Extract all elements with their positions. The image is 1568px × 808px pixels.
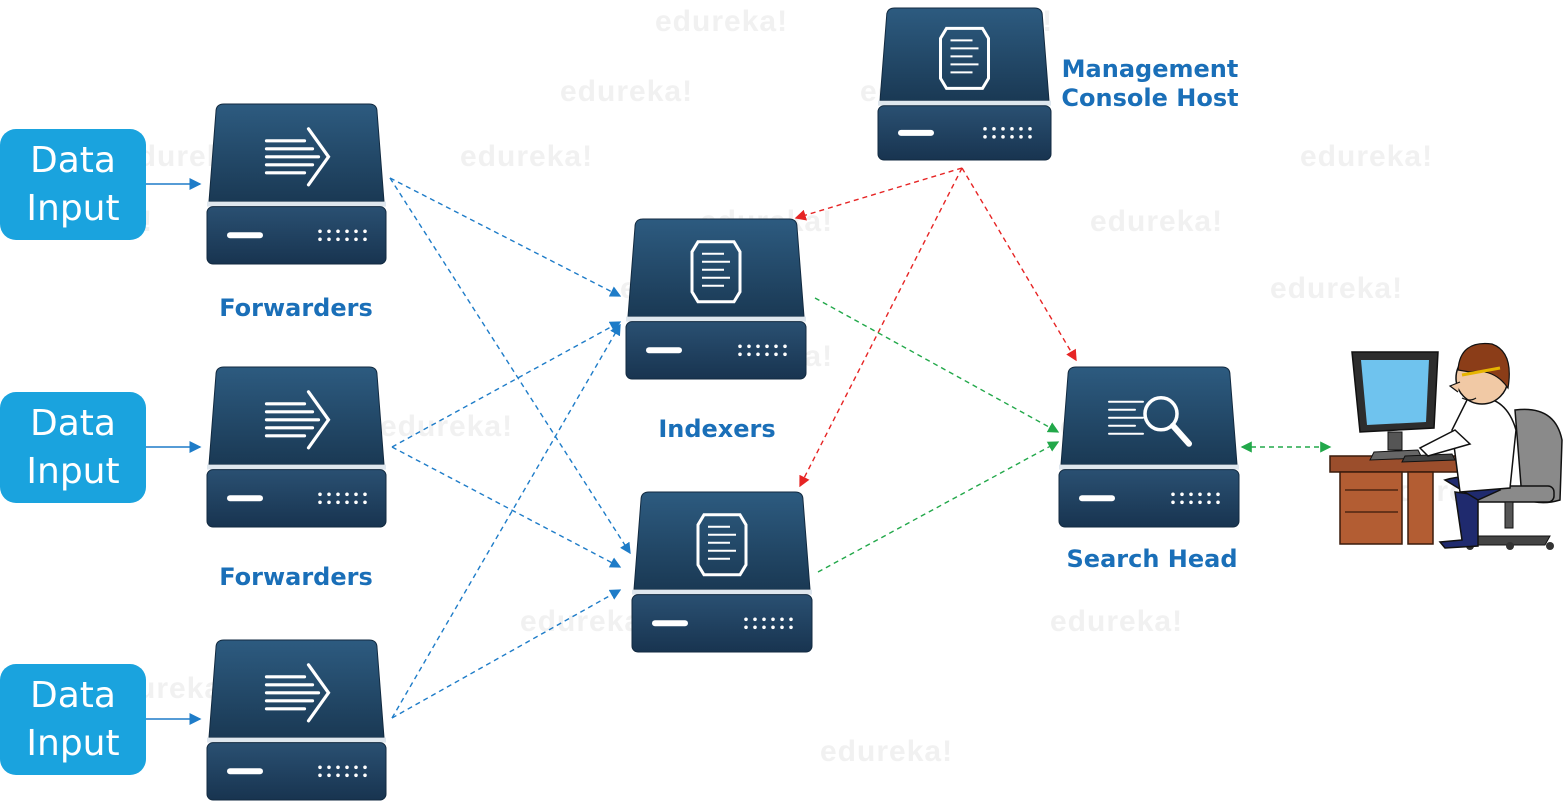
- forward-lines-icon: [264, 663, 331, 723]
- magnifier-document-icon: [1108, 396, 1192, 447]
- forward-arrow: [391, 446, 622, 568]
- indexer-server: [631, 491, 813, 653]
- forward-lines-icon: [264, 127, 331, 187]
- management-arrow: [799, 167, 963, 488]
- search-head-label: Search Head: [1066, 545, 1238, 573]
- drive-slot-icon: [227, 768, 263, 775]
- watermark: edureka!: [1270, 272, 1404, 305]
- data-input-label-line2: Input: [26, 450, 120, 492]
- management-console-server: [877, 7, 1052, 161]
- forward-arrow: [391, 321, 622, 448]
- index-arrow: [817, 441, 1060, 573]
- watermark: edureka!: [460, 140, 594, 173]
- drive-slot-icon: [227, 232, 263, 239]
- drive-slot-icon: [898, 129, 934, 136]
- document-shield-icon: [939, 26, 990, 90]
- forwarders-label: Forwarders: [219, 563, 373, 591]
- search-head-server: [1058, 366, 1240, 528]
- management-arrow: [961, 167, 1077, 362]
- forward-arrow: [389, 177, 631, 555]
- data-input-label-line1: Data: [30, 139, 116, 181]
- index-arrow: [814, 297, 1060, 433]
- document-shield-icon: [696, 513, 748, 577]
- management-label-line2: Console Host: [1061, 84, 1239, 112]
- watermark: edureka!: [520, 605, 654, 638]
- management-console-label: Management Console Host: [1050, 55, 1250, 113]
- data-input-label-line1: Data: [30, 402, 116, 444]
- indexer-server: [625, 218, 807, 380]
- watermark: edureka!: [380, 410, 514, 443]
- data-input-box: Data Input: [0, 392, 146, 503]
- indexers-label: Indexers: [658, 415, 776, 443]
- watermark: edureka!: [1050, 605, 1184, 638]
- data-input-label-line2: Input: [26, 722, 120, 764]
- watermark: edureka!: [820, 735, 954, 768]
- forwarder-server: [206, 366, 387, 528]
- watermark: edureka!: [655, 5, 789, 38]
- management-label-line1: Management: [1061, 55, 1239, 83]
- forwarders-label: Forwarders: [219, 294, 373, 322]
- drive-slot-icon: [1079, 495, 1115, 502]
- forwarder-server: [206, 103, 387, 265]
- data-input-box: Data Input: [0, 664, 146, 775]
- desk-leg: [1339, 471, 1403, 545]
- forward-lines-icon: [264, 390, 331, 450]
- forward-arrow: [391, 589, 622, 719]
- forward-arrow: [389, 177, 622, 297]
- watermark: edureka!: [1090, 205, 1224, 238]
- watermark: edureka!: [560, 75, 694, 108]
- data-input-box: Data Input: [0, 129, 146, 240]
- data-input-label-line1: Data: [30, 674, 116, 716]
- drive-slot-icon: [646, 347, 682, 354]
- document-shield-icon: [690, 240, 742, 304]
- forwarder-server: [206, 639, 387, 801]
- watermark: edureka!: [1300, 140, 1434, 173]
- desk-leg: [1407, 471, 1434, 545]
- forward-arrow: [391, 323, 621, 719]
- drive-slot-icon: [652, 620, 688, 627]
- data-input-label-line2: Input: [26, 187, 120, 229]
- user-illustration: [1329, 342, 1563, 550]
- management-arrow: [794, 167, 963, 221]
- drive-slot-icon: [227, 495, 263, 502]
